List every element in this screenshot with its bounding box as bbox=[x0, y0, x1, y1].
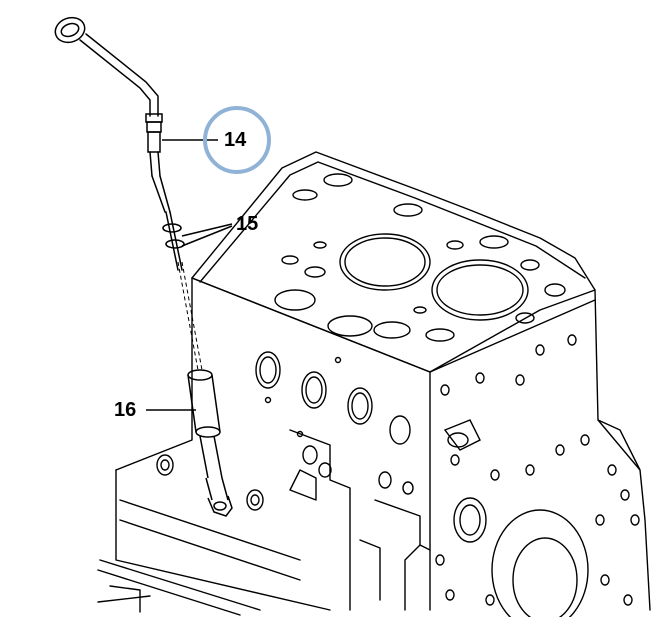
callout-16-label: 16 bbox=[114, 399, 137, 421]
highlight-circle bbox=[203, 106, 271, 174]
dipstick bbox=[54, 16, 183, 271]
engine-block bbox=[97, 151, 651, 616]
leader-lines bbox=[146, 139, 233, 411]
callout-14-label: 14 bbox=[224, 129, 247, 151]
assembly-line bbox=[177, 261, 203, 371]
block-front-holes bbox=[156, 351, 414, 511]
guide-tube bbox=[187, 369, 233, 517]
callout-15-label: 15 bbox=[236, 213, 259, 235]
block-side-details bbox=[435, 334, 641, 617]
cylinder-bores bbox=[274, 173, 566, 342]
o-rings bbox=[162, 223, 185, 249]
